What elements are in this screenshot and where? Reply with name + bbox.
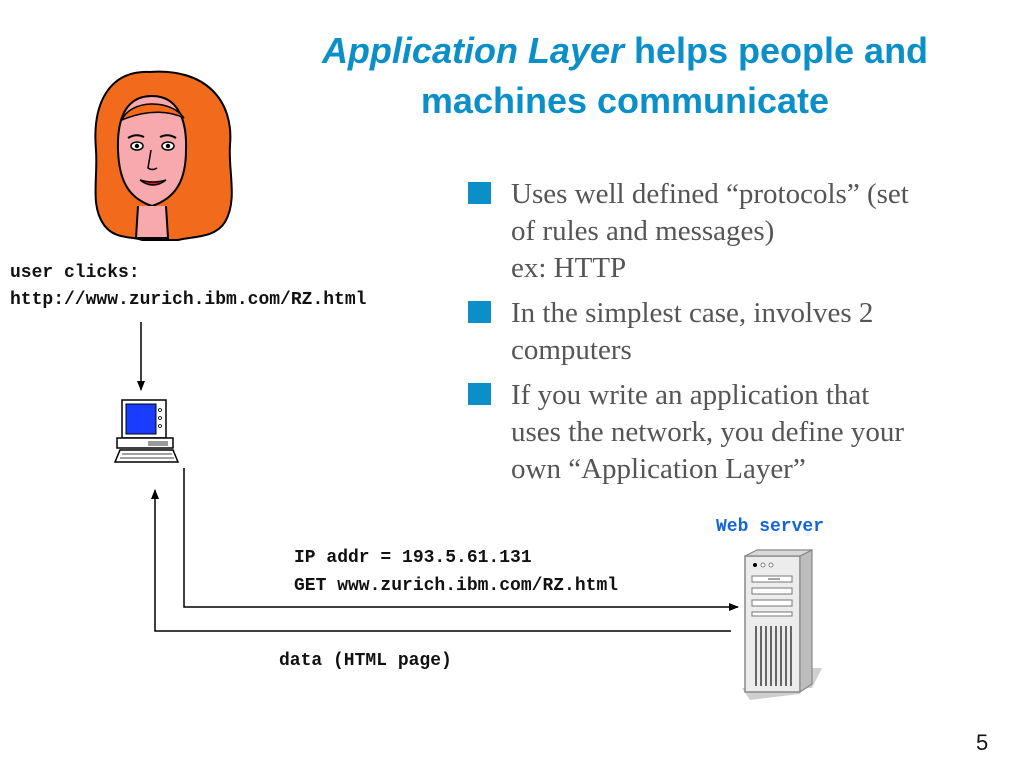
- web-server-label: Web server: [716, 517, 825, 537]
- request-arrow: [183, 468, 739, 611]
- bullet-line: In the simplest case, involves 2: [511, 297, 874, 329]
- request-ip-line: IP addr = 193.5.61.131: [294, 548, 532, 568]
- bullet-list: Uses well defined “protocols” (set of ru…: [468, 176, 1016, 496]
- bullet-line: computers: [511, 334, 632, 366]
- page-number: 5: [976, 730, 989, 755]
- desktop-computer-icon: [113, 399, 180, 463]
- response-arrow: [151, 489, 731, 632]
- request-get-line: GET www.zurich.ibm.com/RZ.html: [294, 576, 619, 596]
- bullet-line: If you write an application that: [511, 379, 870, 411]
- bullet-line: own “Application Layer”: [511, 453, 806, 485]
- title-rest: helps people and machines communicate: [420, 30, 929, 121]
- woman-face-icon: [94, 70, 233, 241]
- bullet-line: uses the network, you define your: [511, 416, 905, 448]
- bullet-square-icon: [468, 301, 491, 323]
- url-text: http://www.zurich.ibm.com/RZ.html: [10, 290, 367, 310]
- user-clicks-label: user clicks:: [10, 263, 140, 283]
- bullet-item: If you write an application that uses th…: [468, 377, 1016, 488]
- response-label: data (HTML page): [279, 651, 452, 671]
- bullet-square-icon: [468, 182, 491, 204]
- bullet-square-icon: [468, 383, 491, 405]
- bullet-line: Uses well defined “protocols” (set: [511, 178, 909, 210]
- slide-title: Application Layer helps people and machi…: [270, 26, 980, 126]
- bullet-item: Uses well defined “protocols” (set of ru…: [468, 176, 1016, 287]
- title-italic: Application Layer: [321, 30, 624, 71]
- bullet-line: ex: HTTP: [511, 252, 627, 284]
- server-tower-icon: [742, 549, 822, 700]
- bullet-item: In the simplest case, involves 2 compute…: [468, 295, 1016, 369]
- bullet-line: of rules and messages): [511, 215, 775, 247]
